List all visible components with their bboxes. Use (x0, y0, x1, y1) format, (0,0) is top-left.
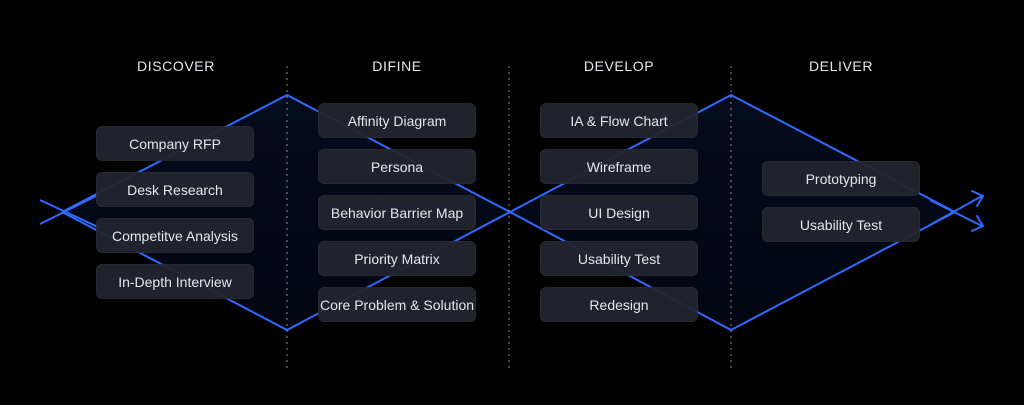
step-in-depth-interview: In-Depth Interview (96, 264, 254, 299)
step-core-problem-solution: Core Problem & Solution (318, 287, 476, 322)
step-redesign: Redesign (540, 287, 698, 322)
step-usability-test-develop: Usability Test (540, 241, 698, 276)
step-prototyping: Prototyping (762, 161, 920, 196)
phase-title-discover: DISCOVER (137, 58, 215, 74)
step-desk-research: Desk Research (96, 172, 254, 207)
step-behavior-barrier-map: Behavior Barrier Map (318, 195, 476, 230)
arrow-right-icon (971, 215, 984, 232)
phase-title-deliver: DELIVER (808, 58, 874, 74)
phase-title-difine: DIFINE (372, 58, 422, 74)
step-usability-test-deliver: Usability Test (762, 207, 920, 242)
arrow-right-icon (971, 190, 984, 207)
step-priority-matrix: Priority Matrix (318, 241, 476, 276)
step-company-rfp: Company RFP (96, 126, 254, 161)
entry-line-bottom (39, 193, 101, 225)
step-wireframe: Wireframe (540, 149, 698, 184)
step-ia-flow-chart: IA & Flow Chart (540, 103, 698, 138)
exit-line-top (929, 195, 983, 226)
step-ui-design: UI Design (540, 195, 698, 230)
exit-line-bottom (929, 199, 983, 227)
entry-line-top (39, 199, 101, 229)
phase-title-develop: DEVELOP (583, 58, 655, 74)
step-competitive-analysis: Competitve Analysis (96, 218, 254, 253)
step-persona: Persona (318, 149, 476, 184)
step-affinity-diagram: Affinity Diagram (318, 103, 476, 138)
